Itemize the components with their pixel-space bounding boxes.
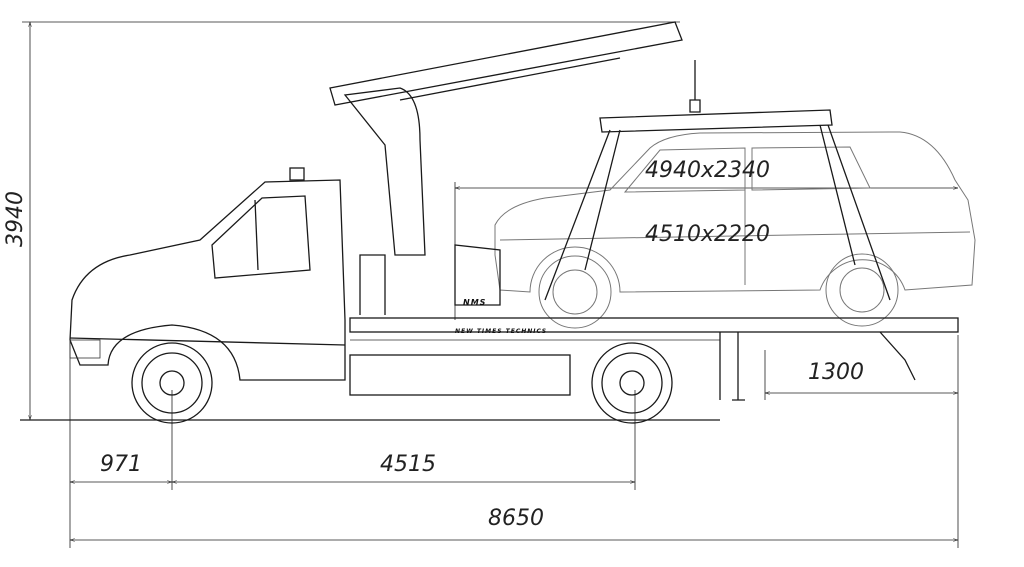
logo: NMS [463,298,487,307]
height-label: 3940 [3,191,28,247]
overall-length-label: 8650 [488,506,544,531]
rear-overhang-label: 1300 [808,360,864,385]
max-car-size-label: 4940x2340 [645,158,770,183]
loaded-car-outline [494,131,976,329]
front-wheel [131,342,213,424]
truck-cab [69,167,346,381]
min-car-size-label: 4510x2220 [645,222,770,247]
front-overhang-label: 971 [100,452,142,477]
crane [329,21,891,315]
platform [349,317,959,401]
height-dimension [22,22,680,420]
rear-wheel [591,342,673,424]
platform-text: NEW TIMES TECHNICS [455,328,548,335]
wheelbase-label: 4515 [380,452,436,477]
